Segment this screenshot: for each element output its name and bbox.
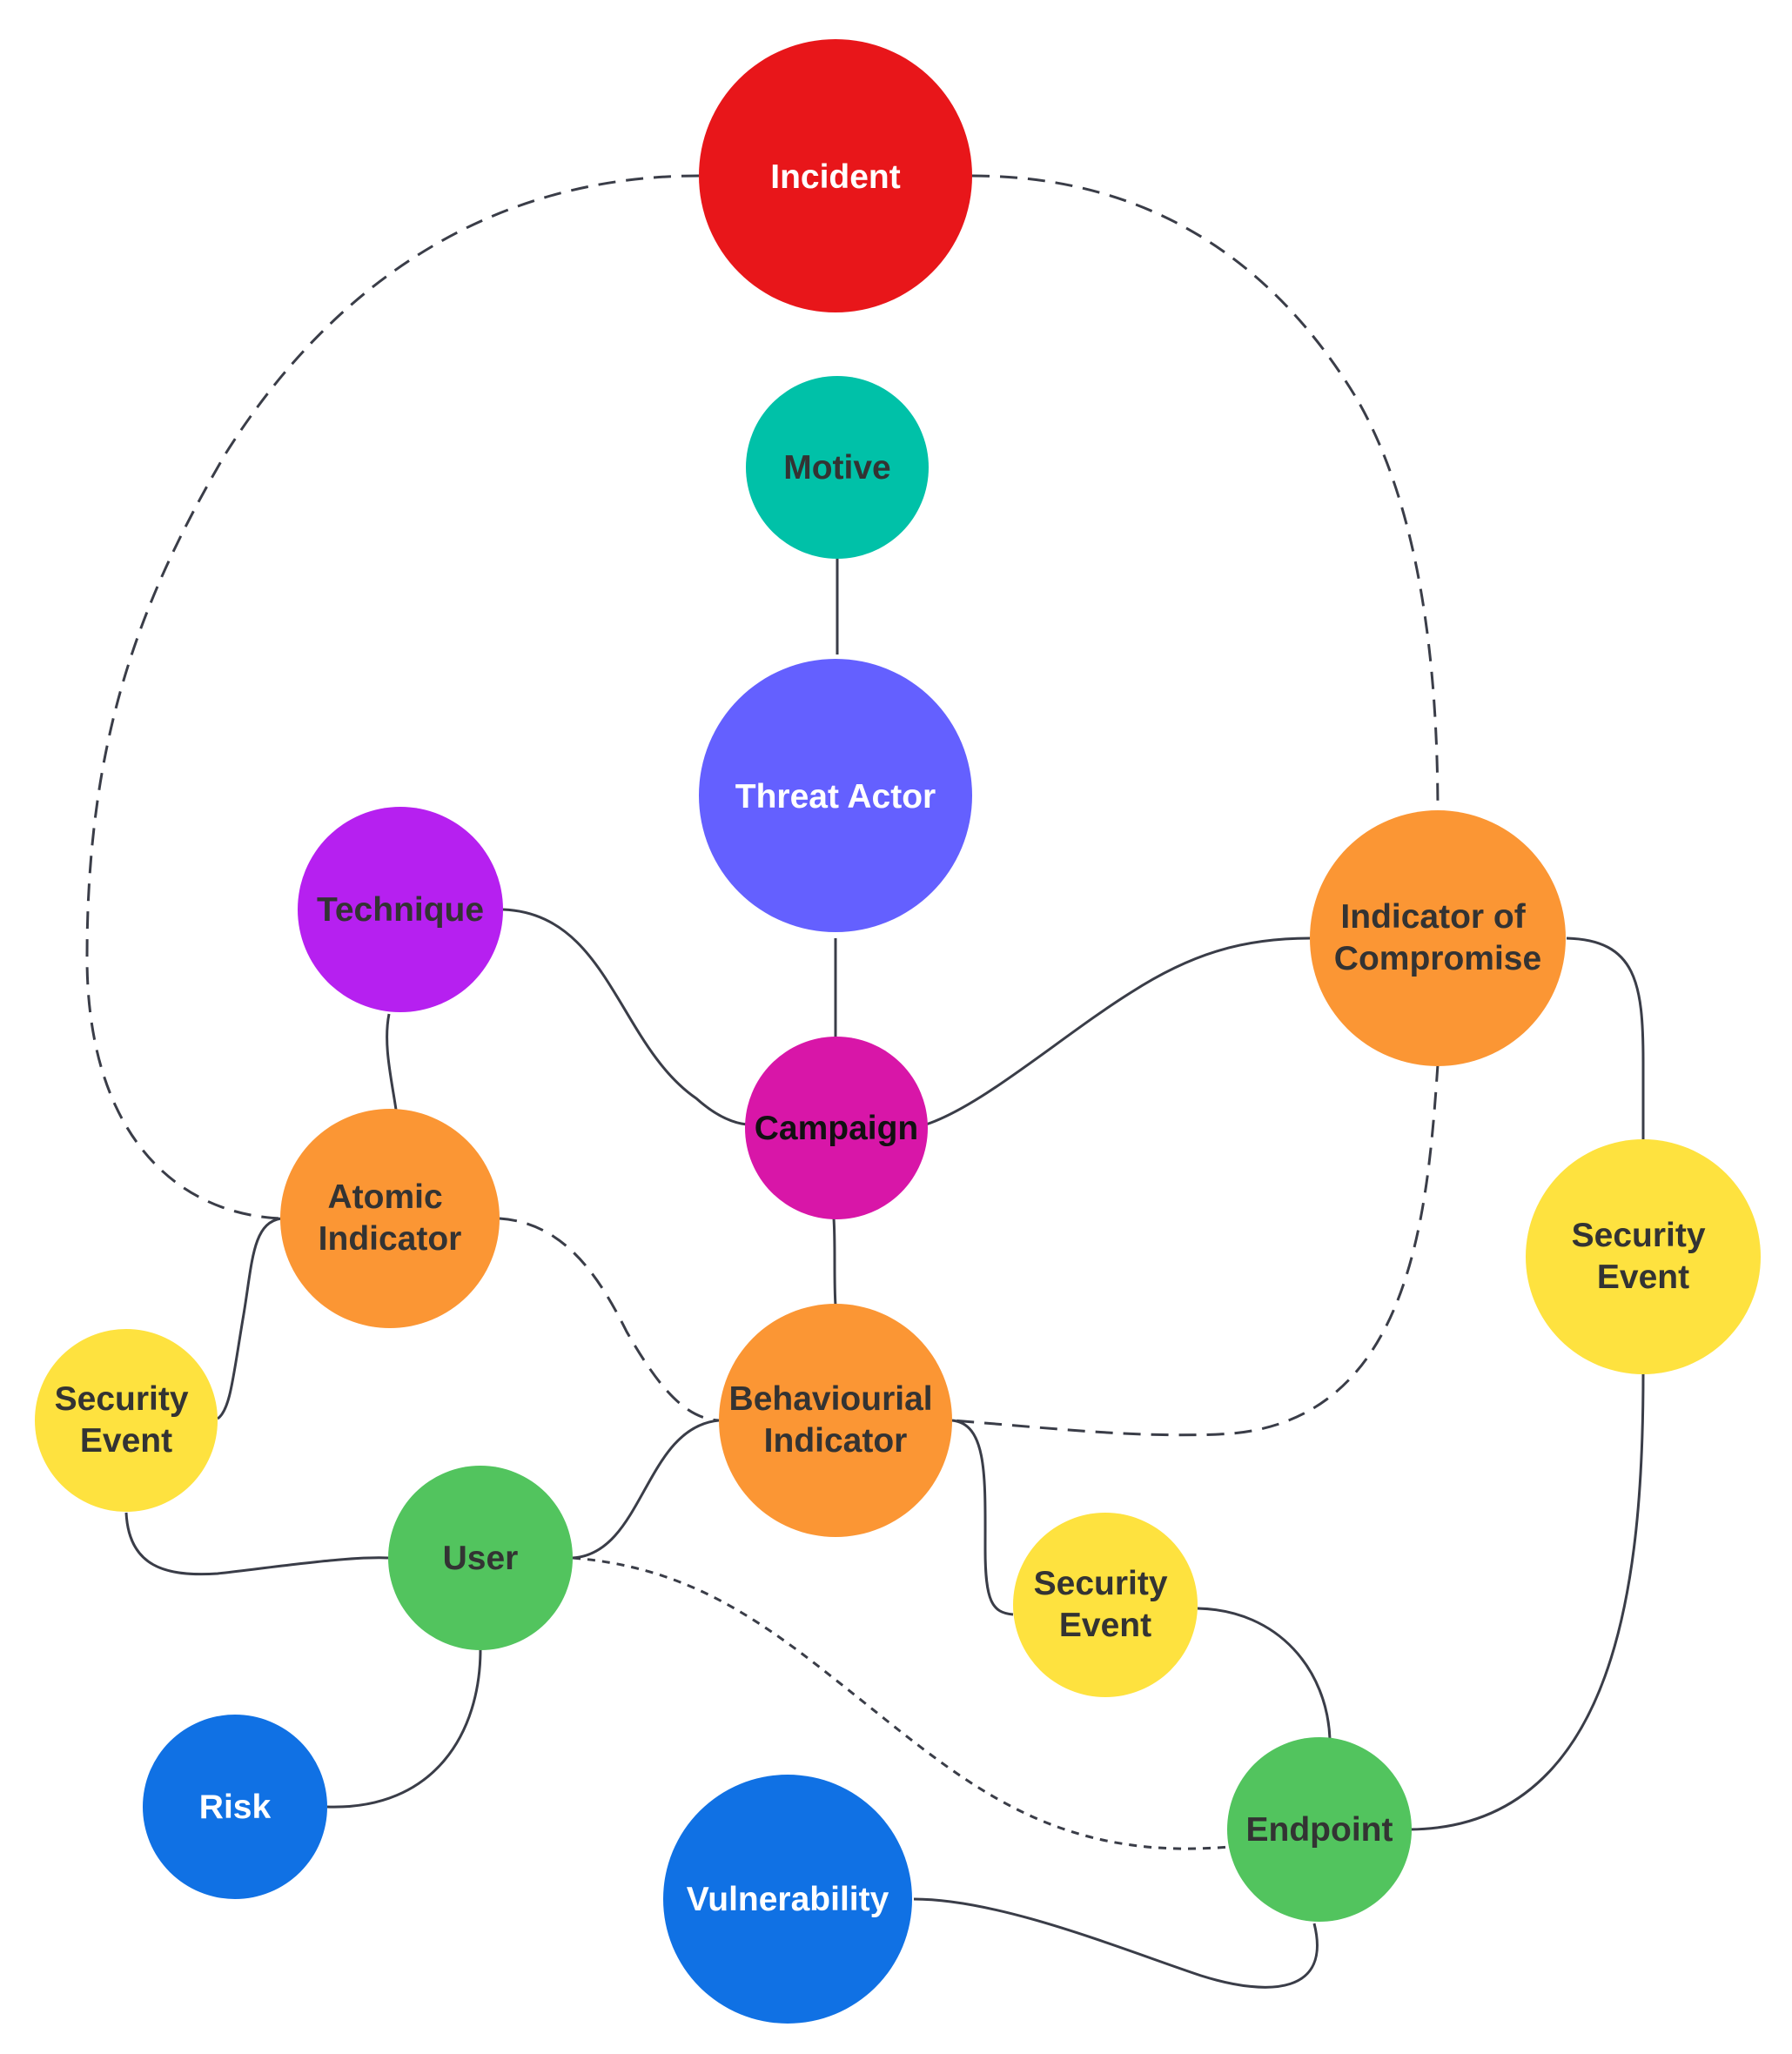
node-atomic-indicator-circle <box>280 1109 500 1328</box>
node-user-label: User <box>443 1540 519 1577</box>
edge-campaign-ioc <box>925 936 1311 1126</box>
node-security-event-left-circle <box>35 1329 218 1512</box>
node-user-circle <box>388 1466 573 1650</box>
edge-ioc-security-event-right <box>1566 936 1645 1140</box>
node-risk-circle <box>143 1715 327 1899</box>
node-incident-label: Incident <box>770 158 901 196</box>
node-technique-circle <box>298 807 503 1012</box>
edge-campaign-behavioural-indicator <box>832 1218 837 1306</box>
edge-security-event-mid-endpoint <box>1197 1607 1332 1740</box>
node-risk-label: Risk <box>199 1789 272 1826</box>
edge-vulnerability-endpoint <box>913 1897 1319 1989</box>
edge-technique-atomic-indicator <box>386 1013 398 1111</box>
node-endpoint[interactable]: Endpoint <box>1227 1737 1412 1922</box>
node-motive-label: Motive <box>783 449 891 487</box>
node-behavioural-indicator-circle <box>719 1304 952 1537</box>
edge-security-event-right-endpoint <box>1409 1373 1645 1831</box>
edge-security-event-left-user <box>124 1512 389 1576</box>
node-security-event-right[interactable]: Security Event <box>1526 1139 1761 1374</box>
node-endpoint-circle <box>1227 1737 1412 1922</box>
edge-incident-ioc <box>971 174 1440 815</box>
node-incident[interactable]: Incident <box>699 39 972 312</box>
edge-user-behavioural-indicator <box>572 1419 720 1560</box>
nodes: Incident Motive Threat Actor Technique C <box>35 39 1761 2024</box>
edge-atomic-behavioural-indicator <box>499 1217 720 1422</box>
node-technique-label: Technique <box>317 891 484 929</box>
node-indicator-of-compromise[interactable]: Indicator of Compromise <box>1310 810 1566 1066</box>
edge-user-risk <box>326 1648 482 1809</box>
node-vulnerability[interactable]: Vulnerability <box>663 1775 912 2024</box>
edge-technique-campaign <box>502 908 748 1126</box>
node-technique[interactable]: Technique <box>298 807 503 1012</box>
edge-behavioural-security-event-mid <box>951 1419 1014 1616</box>
node-security-event-right-circle <box>1526 1139 1761 1374</box>
node-threat-actor-circle <box>699 659 972 932</box>
edge-user-endpoint <box>572 1556 1230 1850</box>
node-security-event-mid-label: Security Event <box>1034 1565 1178 1644</box>
node-security-event-left-label: Security Event <box>55 1380 198 1460</box>
node-security-event-mid[interactable]: Security Event <box>1013 1513 1198 1697</box>
node-endpoint-label: Endpoint <box>1246 1811 1393 1849</box>
edge-atomic-security-event-left <box>217 1217 282 1420</box>
node-behavioural-indicator[interactable]: Behaviourial Indicator <box>719 1304 952 1537</box>
node-campaign-circle <box>745 1037 928 1219</box>
node-security-event-left[interactable]: Security Event <box>35 1329 218 1512</box>
node-vulnerability-label: Vulnerability <box>687 1881 889 1918</box>
node-campaign[interactable]: Campaign <box>745 1037 928 1219</box>
node-user[interactable]: User <box>388 1466 573 1650</box>
node-vulnerability-circle <box>663 1775 912 2024</box>
node-campaign-label: Campaign <box>755 1110 919 1147</box>
node-incident-circle <box>699 39 972 312</box>
node-indicator-of-compromise-circle <box>1310 810 1566 1066</box>
edge-ioc-behavioural-indicator <box>951 1064 1440 1437</box>
node-threat-actor[interactable]: Threat Actor <box>699 659 972 932</box>
node-indicator-of-compromise-label: Indicator of Compromise <box>1334 898 1541 977</box>
node-security-event-mid-circle <box>1013 1513 1198 1697</box>
node-motive-circle <box>746 376 929 559</box>
node-risk[interactable]: Risk <box>143 1715 327 1899</box>
node-atomic-indicator[interactable]: Atomic Indicator <box>280 1109 500 1328</box>
node-threat-actor-label: Threat Actor <box>735 778 936 816</box>
node-behavioural-indicator-label: Behaviourial Indicator <box>729 1380 943 1460</box>
edge-incident-atomic-indicator <box>85 174 700 1220</box>
node-motive[interactable]: Motive <box>746 376 929 559</box>
node-security-event-right-label: Security Event <box>1572 1217 1715 1296</box>
edges <box>85 174 1645 1989</box>
node-atomic-indicator-label: Atomic Indicator <box>319 1178 462 1258</box>
